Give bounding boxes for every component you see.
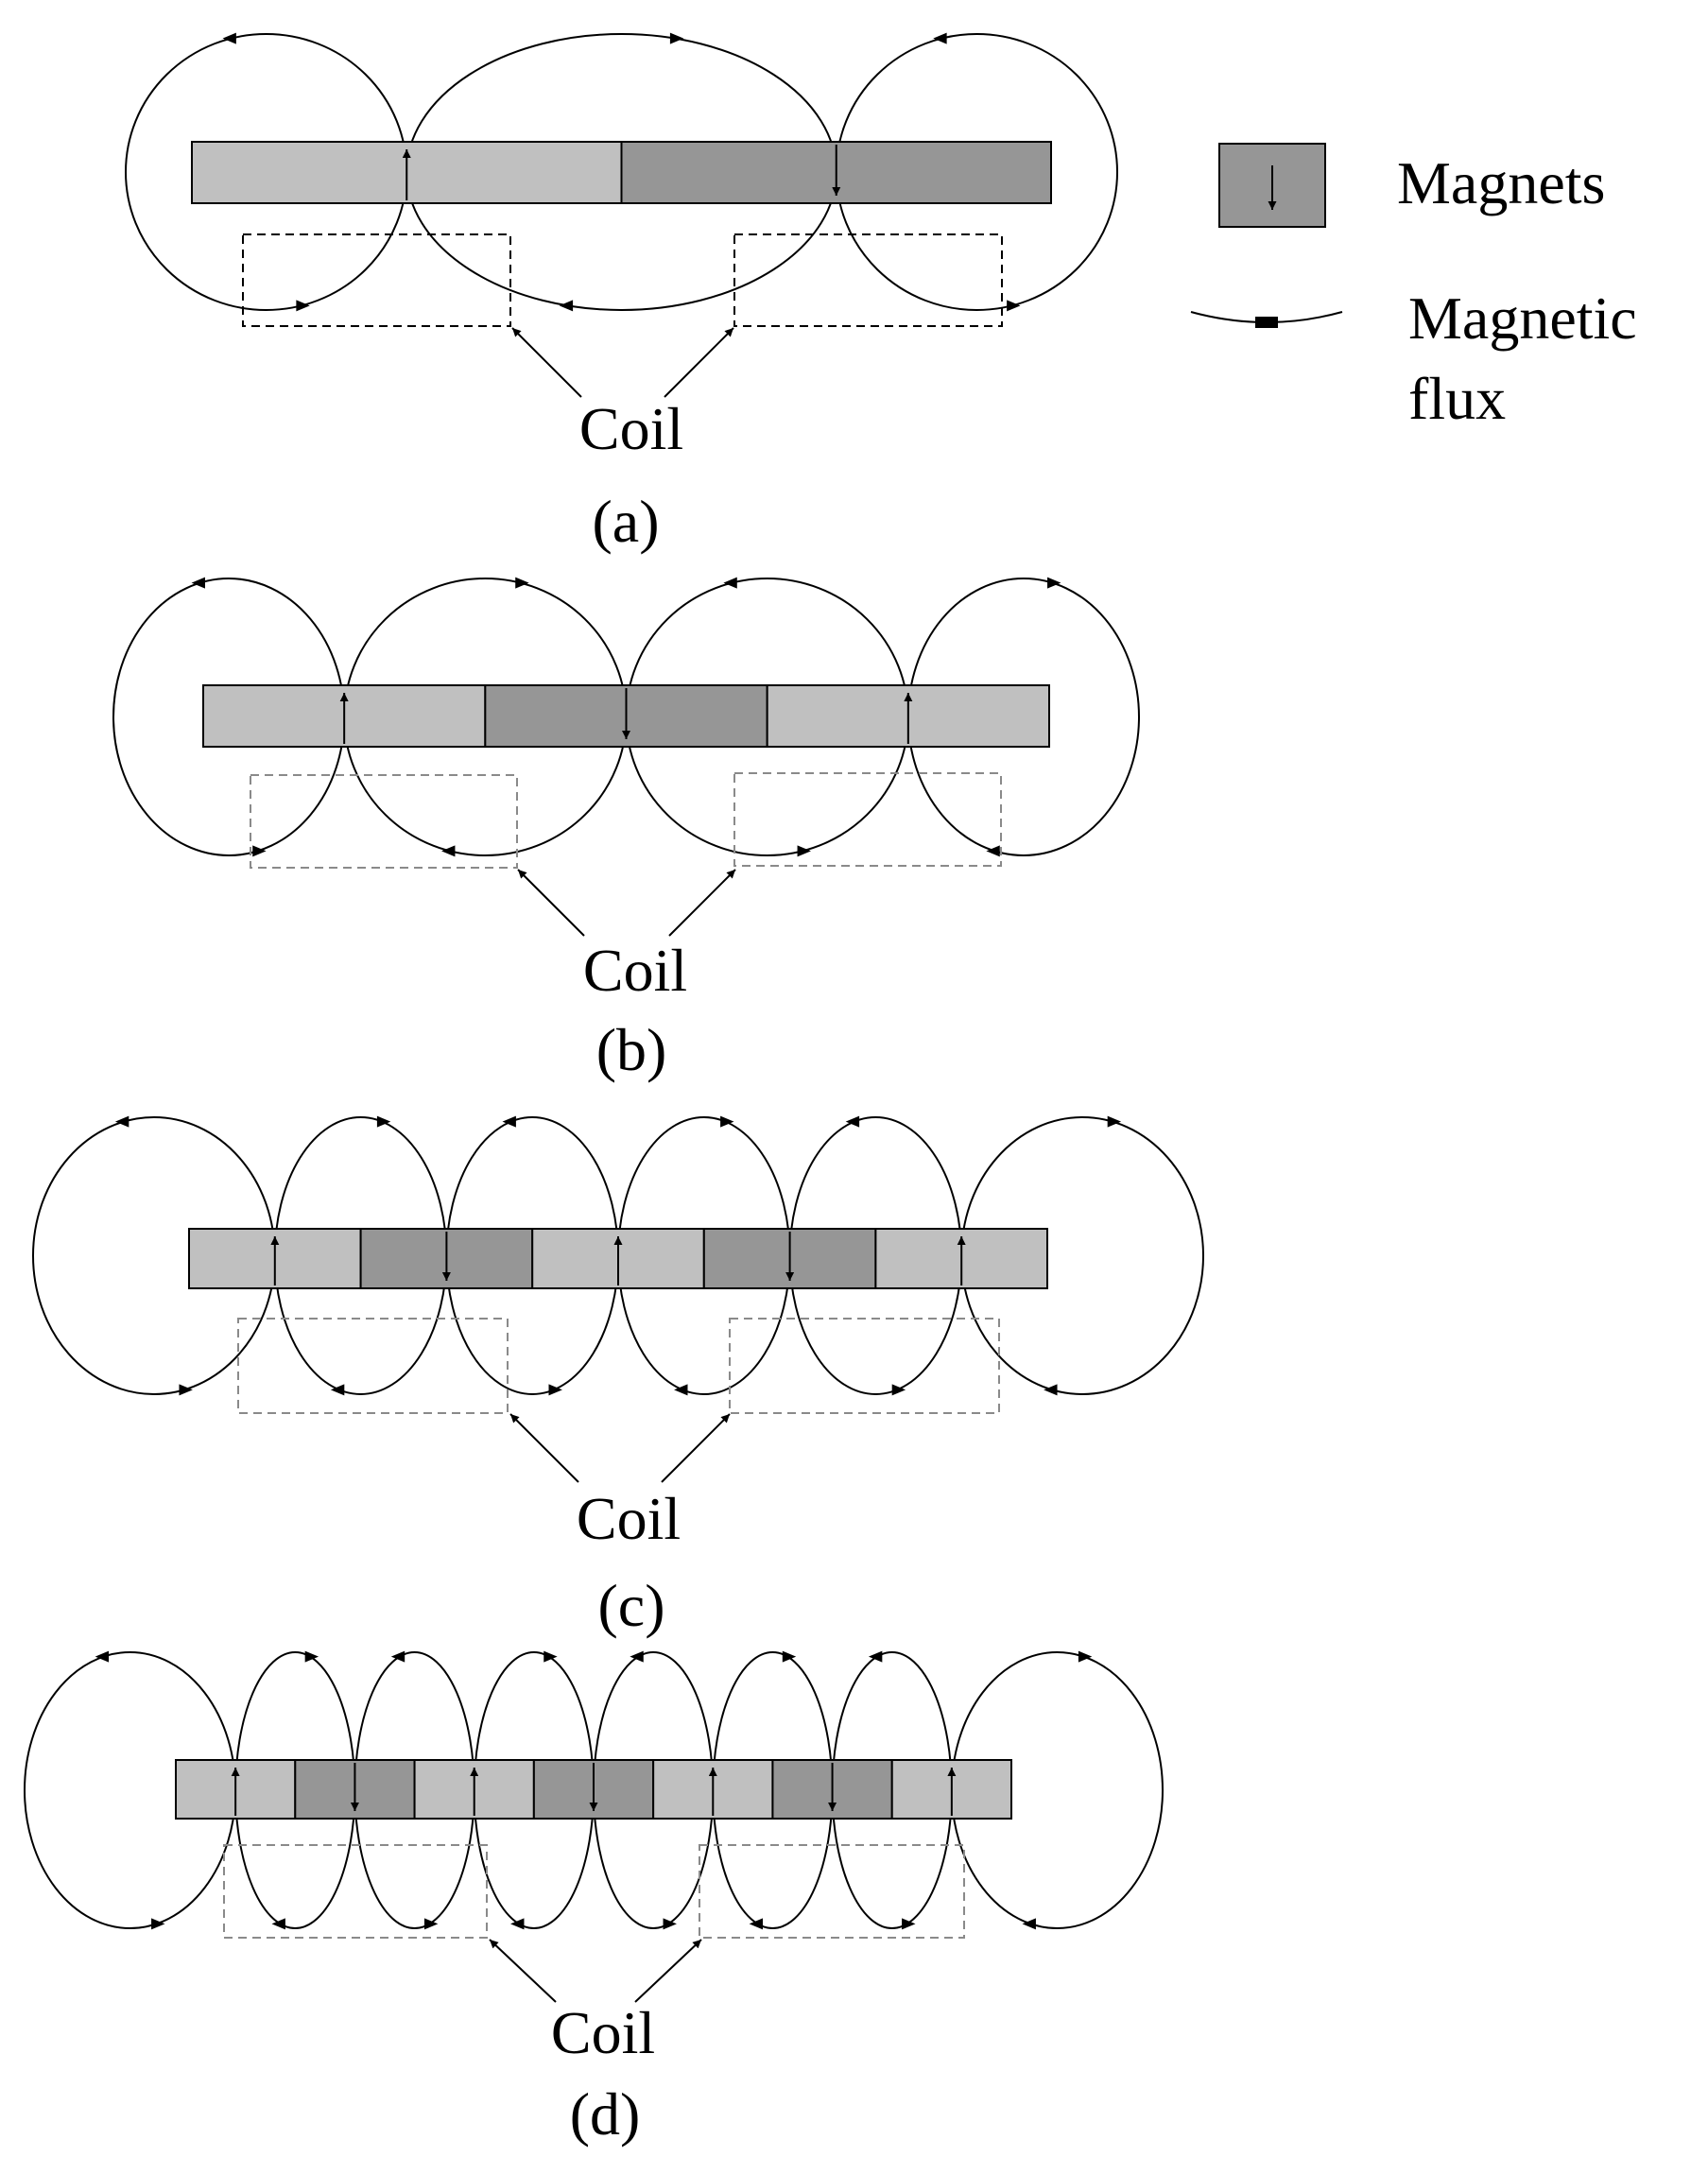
flux-arrow-icon bbox=[296, 300, 310, 312]
panel-label-b: (b) bbox=[596, 1016, 667, 1083]
flux-arrow-icon bbox=[222, 32, 236, 44]
flux-arrow-icon bbox=[1047, 577, 1061, 589]
flux-arrow-icon bbox=[548, 1384, 562, 1396]
flux-arrow-icon bbox=[630, 1650, 644, 1663]
flux-arrow-icon bbox=[902, 1918, 916, 1930]
legend-flux-label-line2: flux bbox=[1408, 365, 1506, 432]
flux-arrow-icon bbox=[95, 1650, 110, 1663]
flux-arrow-icon bbox=[390, 1650, 405, 1663]
flux-arrow-icon bbox=[1022, 1918, 1036, 1930]
flux-arrow-icon bbox=[986, 845, 1000, 857]
magnet-bar-d bbox=[175, 1759, 1013, 1820]
coil-pointer-a-left bbox=[511, 327, 582, 398]
coil-box-b-right bbox=[733, 772, 1002, 867]
coil-box-c-right bbox=[729, 1318, 1000, 1414]
legend-magnets-label: Magnets bbox=[1397, 149, 1605, 216]
panel-b: Coil (b) bbox=[112, 577, 1140, 1083]
legend: Magnets Magnetic flux bbox=[1190, 143, 1637, 432]
flux-arrow-icon bbox=[510, 1918, 525, 1930]
flux-arrow-icon bbox=[179, 1384, 193, 1396]
flux-arrow-icon bbox=[502, 1115, 516, 1128]
coil-pointer-c-left bbox=[509, 1413, 579, 1483]
flux-arrow-icon bbox=[663, 1918, 677, 1930]
coil-box-b-left bbox=[250, 774, 518, 869]
coil-box-d-left bbox=[223, 1844, 488, 1939]
coil-box-c-left bbox=[237, 1318, 509, 1414]
flux-arrow-icon bbox=[376, 1115, 391, 1128]
flux-arrow-icon bbox=[191, 577, 205, 589]
flux-arrow-icon bbox=[674, 1384, 688, 1396]
flux-arrow-icon bbox=[114, 1115, 129, 1128]
flux-arrow-icon bbox=[720, 1115, 734, 1128]
magnet-bar-a bbox=[191, 141, 1052, 204]
flux-arrow-icon bbox=[1107, 1115, 1122, 1128]
legend-flux-arrowhead-icon bbox=[1255, 317, 1278, 328]
coil-box-a-right bbox=[733, 233, 1003, 327]
flux-arrow-icon bbox=[1044, 1384, 1058, 1396]
flux-arrow-icon bbox=[543, 1650, 558, 1663]
flux-arrow-icon bbox=[782, 1650, 797, 1663]
flux-arrow-icon bbox=[515, 577, 529, 589]
flux-arrow-icon bbox=[868, 1650, 883, 1663]
flux-arrow-icon bbox=[933, 32, 947, 44]
flux-arrow-icon bbox=[304, 1650, 319, 1663]
flux-arrow-icon bbox=[1007, 300, 1021, 312]
flux-arrow-icon bbox=[891, 1384, 906, 1396]
flux-arrow-icon bbox=[749, 1918, 764, 1930]
flux-arrow-icon bbox=[669, 32, 684, 44]
flux-arrow-icon bbox=[423, 1918, 439, 1930]
flux-arrow-icon bbox=[151, 1918, 165, 1930]
flux-arrow-icon bbox=[1078, 1650, 1093, 1663]
panel-label-c: (c) bbox=[597, 1572, 664, 1639]
magnet-bar-b bbox=[202, 684, 1051, 748]
coil-label-b: Coil bbox=[583, 937, 687, 1004]
panel-c: Coil (c) bbox=[31, 1115, 1204, 1639]
coil-pointer-b-left bbox=[517, 869, 585, 937]
legend-flux-label-line1: Magnetic bbox=[1408, 285, 1637, 352]
panel-d: Coil (d) bbox=[24, 1650, 1165, 2148]
flux-arrow-icon bbox=[723, 577, 737, 589]
coil-label-d: Coil bbox=[551, 1999, 655, 2066]
coil-pointer-d-right bbox=[634, 1939, 702, 2003]
flux-arrow-icon bbox=[845, 1115, 860, 1128]
coil-pointer-b-right bbox=[668, 869, 736, 937]
flux-arrow-icon bbox=[559, 300, 574, 312]
coil-pointer-c-right bbox=[661, 1413, 731, 1483]
panel-a: Coil (a) bbox=[125, 32, 1118, 555]
coil-label-a: Coil bbox=[579, 395, 683, 462]
coil-label-c: Coil bbox=[577, 1485, 681, 1552]
coil-box-d-right bbox=[699, 1844, 965, 1939]
flux-arrow-icon bbox=[330, 1384, 345, 1396]
flux-arrow-icon bbox=[441, 845, 456, 857]
flux-arrow-icon bbox=[797, 845, 811, 857]
magnet-bar-c bbox=[188, 1228, 1049, 1289]
coil-pointer-a-right bbox=[664, 327, 734, 398]
panel-label-a: (a) bbox=[592, 488, 659, 555]
coil-pointer-d-left bbox=[489, 1939, 557, 2003]
panel-label-d: (d) bbox=[570, 2080, 641, 2148]
flux-arrow-icon bbox=[271, 1918, 285, 1930]
coil-box-a-left bbox=[242, 233, 511, 327]
flux-arrow-icon bbox=[252, 845, 267, 857]
